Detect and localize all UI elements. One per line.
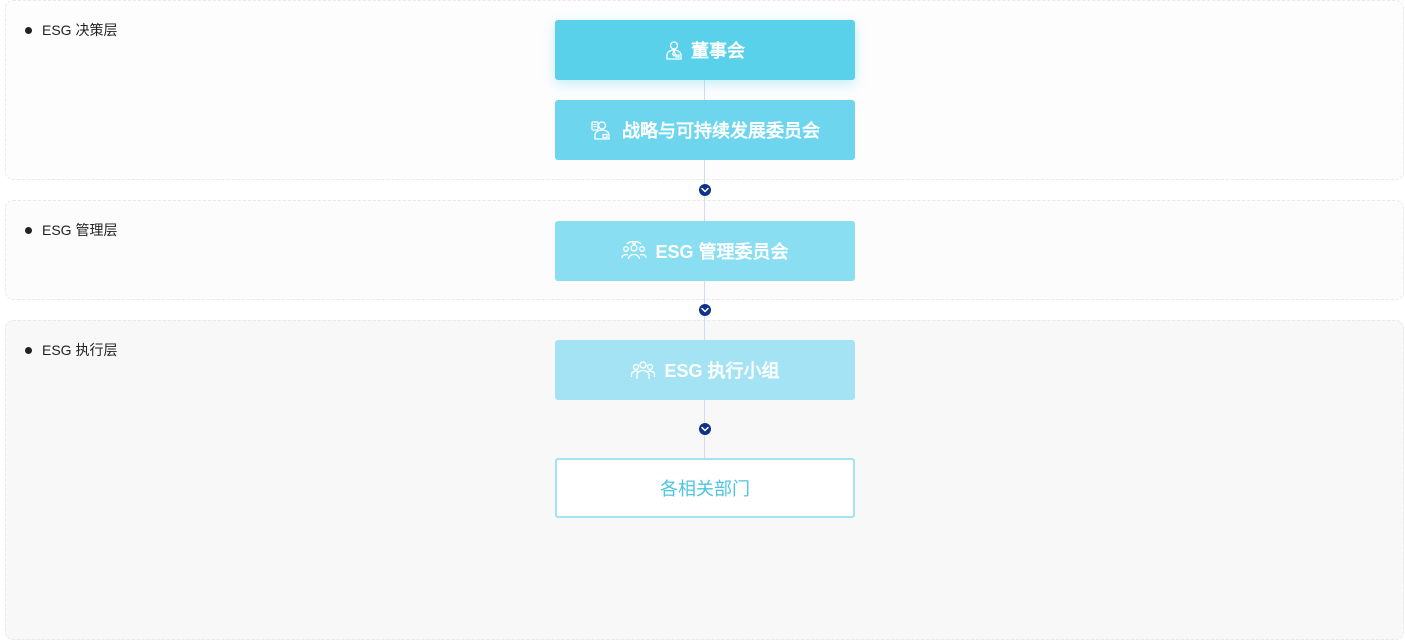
related-departments-label: 各相关部门 (660, 479, 750, 499)
team-network-icon (621, 241, 648, 261)
chevron-down-icon (699, 423, 711, 435)
committee-icon (590, 120, 614, 140)
board-node: 董事会 (555, 20, 855, 80)
esg-execution-group-node: ESG 执行小组 (555, 340, 855, 400)
group-icon (630, 360, 656, 380)
bullet-dot (25, 346, 32, 354)
board-member-icon (665, 40, 683, 60)
decision-layer-text: ESG 决策层 (42, 22, 118, 38)
chevron-down-icon (699, 304, 711, 316)
strategy-committee-node: 战略与可持续发展委员会 (555, 100, 855, 160)
board-label: 董事会 (691, 41, 745, 61)
chevron-down-icon (699, 184, 711, 196)
decision-layer-label: ESG 决策层 (25, 20, 117, 40)
execution-layer-label: ESG 执行层 (25, 340, 117, 360)
bullet-dot (25, 26, 32, 34)
management-layer-label: ESG 管理层 (25, 220, 117, 240)
bullet-dot (25, 226, 32, 234)
esg-management-committee-label: ESG 管理委员会 (655, 242, 789, 262)
execution-layer-text: ESG 执行层 (42, 342, 118, 358)
related-departments-node: 各相关部门 (555, 458, 855, 518)
esg-execution-group-label: ESG 执行小组 (664, 361, 780, 381)
esg-management-committee-node: ESG 管理委员会 (555, 221, 855, 281)
management-layer-text: ESG 管理层 (42, 222, 118, 238)
strategy-committee-label: 战略与可持续发展委员会 (622, 121, 820, 141)
